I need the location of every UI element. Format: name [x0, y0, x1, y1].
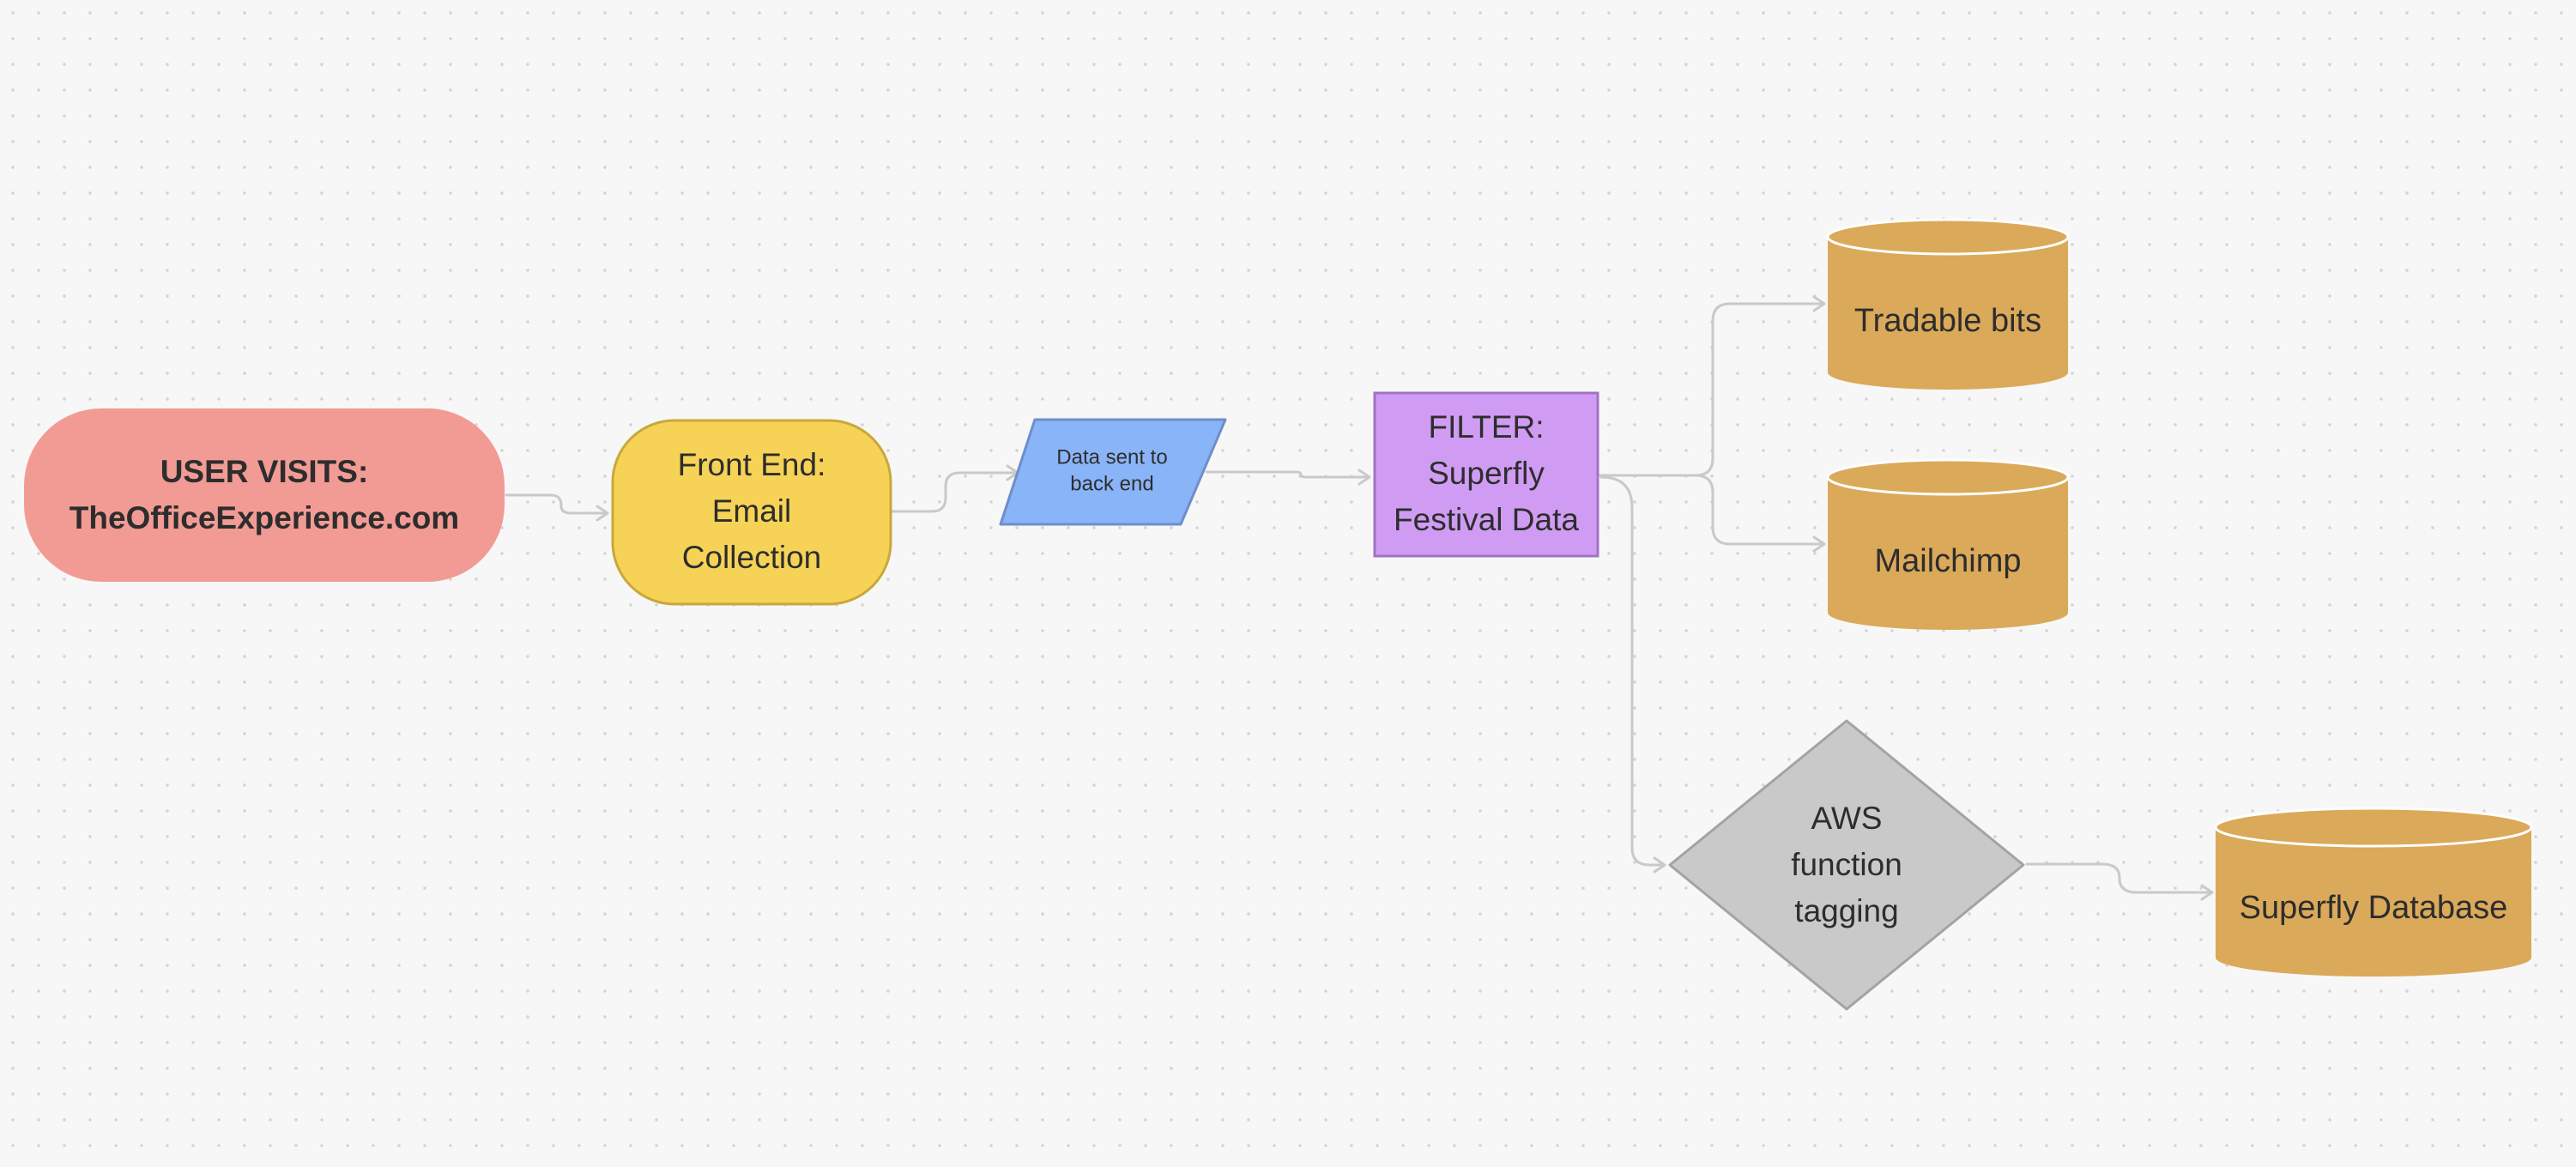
arrowhead-frontend	[596, 505, 609, 522]
front-end-shape	[611, 419, 892, 606]
user-visits-shape	[24, 408, 505, 582]
arrowhead-aws	[1653, 856, 1666, 874]
arrowhead-filter	[1358, 469, 1371, 486]
filter-shape	[1373, 391, 1599, 558]
data-sent-shape	[999, 418, 1227, 526]
connector-user-to-frontend[interactable]	[505, 493, 608, 515]
node-aws[interactable]: AWS function tagging	[1668, 719, 2025, 1011]
data-sent-line2: back end	[1070, 472, 1153, 495]
node-filter[interactable]: FILTER: Superfly Festival Data	[1373, 391, 1599, 558]
filter-line1: FILTER:	[1429, 409, 1545, 444]
user-visits-line2: TheOfficeExperience.com	[70, 500, 459, 535]
superfly-database-cylinder-top	[2214, 807, 2533, 848]
node-data-sent[interactable]: Data sent to back end	[999, 418, 1227, 526]
arrowhead-mailchimp	[1812, 535, 1826, 553]
aws-line3: tagging	[1794, 893, 1898, 928]
filter-line3: Festival Data	[1394, 502, 1579, 537]
connector-filter-to-mailchimp[interactable]	[1694, 474, 1824, 546]
connector-filter-to-aws[interactable]	[1599, 475, 1665, 867]
connector-datasent-to-filter[interactable]	[1205, 470, 1370, 479]
front-end-line2: Email	[712, 493, 792, 529]
superfly-database-cylinder-body	[2216, 827, 2531, 977]
data-sent-line1: Data sent to	[1056, 445, 1167, 469]
superfly-database-label: Superfly Database	[2240, 890, 2508, 926]
filter-line2: Superfly	[1428, 456, 1545, 491]
front-end-line3: Collection	[682, 540, 821, 575]
connector-frontend-to-datasent[interactable]	[891, 471, 1018, 513]
arrowhead-superfly-database	[2200, 884, 2214, 901]
node-mailchimp[interactable]: Mailchimp	[1826, 458, 2070, 630]
aws-diamond-shape	[1668, 719, 2025, 1011]
aws-line1: AWS	[1811, 801, 1883, 836]
front-end-line1: Front End:	[678, 447, 826, 482]
node-front-end[interactable]: Front End: Email Collection	[611, 419, 892, 606]
node-tradable-bits[interactable]: Tradable bits	[1826, 218, 2070, 390]
connector-filter-to-tradable-bits[interactable]	[1598, 302, 1824, 477]
arrowhead-tradable-bits	[1812, 295, 1826, 312]
mailchimp-cylinder-top	[1826, 458, 2070, 496]
mailchimp-cylinder-body	[1828, 477, 2068, 630]
mailchimp-label: Mailchimp	[1874, 543, 2021, 579]
aws-line2: function	[1791, 847, 1902, 882]
node-user-visits[interactable]: USER VISITS: TheOfficeExperience.com	[24, 408, 505, 582]
tradable-bits-cylinder-top	[1826, 218, 2070, 256]
node-superfly-database[interactable]: Superfly Database	[2214, 807, 2533, 977]
tradable-bits-cylinder-body	[1828, 237, 2068, 390]
tradable-bits-label: Tradable bits	[1854, 303, 2041, 339]
user-visits-line1: USER VISITS:	[160, 454, 369, 489]
connectors	[505, 295, 2214, 901]
connector-aws-to-superfly-database[interactable]	[2025, 862, 2212, 894]
